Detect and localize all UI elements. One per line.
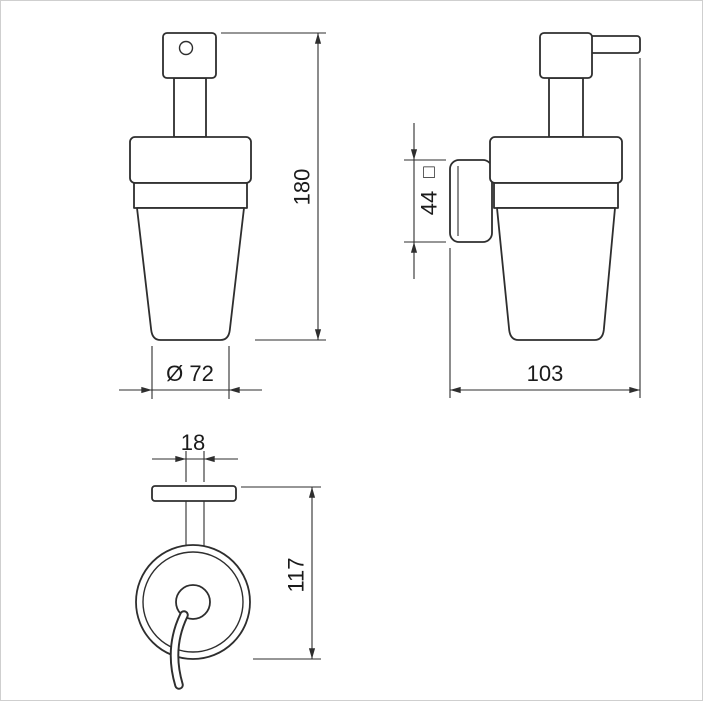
pump-head-side xyxy=(539,32,593,79)
pump-button-hole xyxy=(178,40,194,56)
stem-dimension-label: 18 xyxy=(181,430,205,455)
bracket-plate-top xyxy=(151,485,237,502)
bottom-view: 18 117 xyxy=(135,430,321,690)
bottle-cap-side xyxy=(489,136,623,184)
height-dimension-label: 180 xyxy=(290,169,315,206)
glass-body xyxy=(136,207,245,341)
side-view: □ 44 103 xyxy=(404,32,641,398)
pump-neck-side xyxy=(548,77,584,138)
bottle-collar xyxy=(133,182,248,209)
wall-bracket xyxy=(449,159,493,243)
pump-head xyxy=(162,32,217,79)
pump-spout xyxy=(587,35,641,54)
pump-neck xyxy=(173,77,207,138)
diameter-dimension-label: Ø 72 xyxy=(166,361,214,386)
pump-spout-rod-inner xyxy=(171,612,187,688)
bracket-dimension-label: 44 xyxy=(417,191,442,215)
front-view: 180 Ø 72 xyxy=(119,32,326,399)
bottle-cap xyxy=(129,136,252,184)
bottle-collar-side xyxy=(493,182,619,209)
glass-body-side xyxy=(496,207,616,341)
overall-dimension-label: 117 xyxy=(284,557,309,592)
depth-dimension-label: 103 xyxy=(527,361,564,386)
square-section-symbol: □ xyxy=(423,162,435,183)
